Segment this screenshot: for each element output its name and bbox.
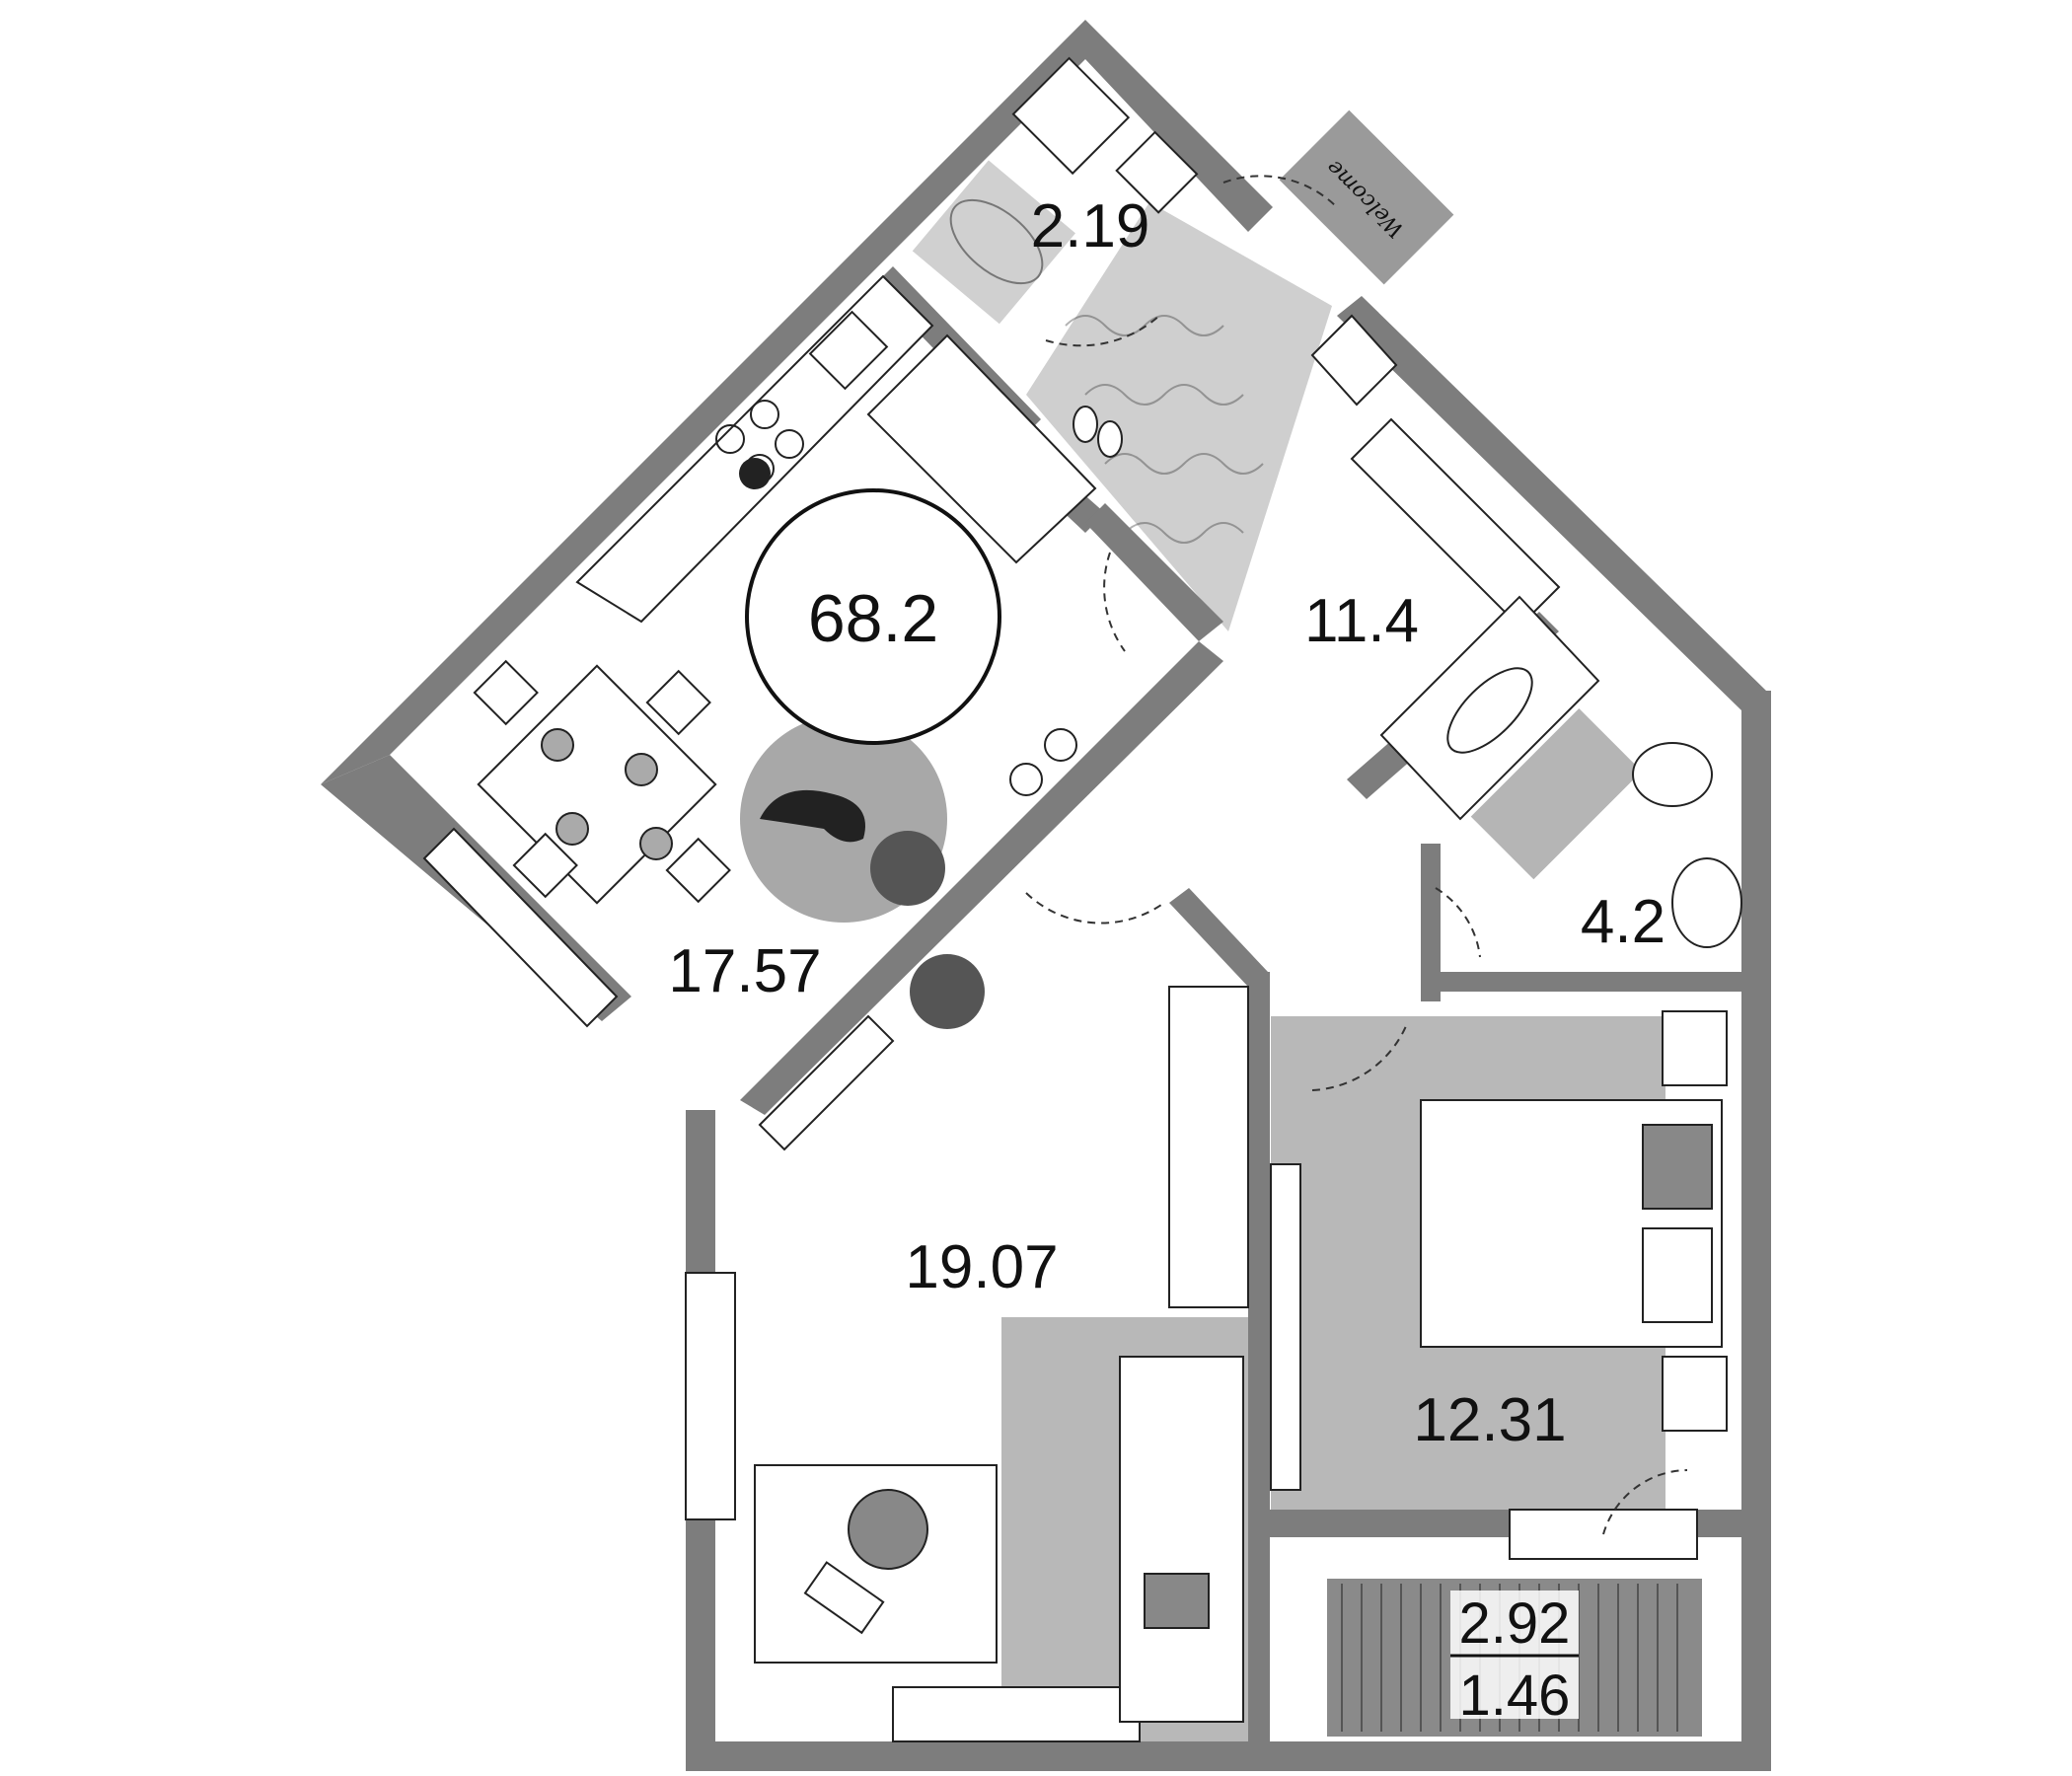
- shelf-unit: [1168, 986, 1249, 1308]
- welcome-mat: Welcome: [1279, 110, 1454, 285]
- pillow-icon: [1642, 1227, 1713, 1323]
- dog-icon: [760, 789, 865, 843]
- hall-area: 11.4: [1304, 587, 1419, 655]
- plate-icon: [555, 812, 589, 846]
- pet-bowl-icon: [1044, 728, 1077, 762]
- bedroom-area: 12.31: [1413, 1386, 1566, 1454]
- plate-icon: [541, 728, 574, 762]
- pillow-icon: [1144, 1573, 1210, 1629]
- chair-icon: [848, 1489, 928, 1570]
- slippers-icon: [1097, 420, 1123, 458]
- total-area-badge: [745, 488, 1001, 745]
- toilet-icon: [1632, 742, 1713, 807]
- bath-fixtures: [1379, 595, 1742, 948]
- pan-icon: [739, 458, 771, 489]
- hall-carpet: [1026, 202, 1332, 631]
- balcony-area-half: 1.46: [1459, 1664, 1571, 1728]
- sink-icon: [1671, 857, 1742, 948]
- kitchen-area: 17.57: [668, 937, 821, 1005]
- tv-unit: [1270, 1163, 1301, 1491]
- balcony: [1327, 1579, 1702, 1737]
- bathtub-icon: [1379, 595, 1600, 821]
- sofa: [1119, 1356, 1244, 1723]
- plate-icon: [639, 827, 673, 860]
- bedroom-furniture: [1270, 1010, 1728, 1491]
- shoe-rack: [1310, 314, 1398, 407]
- door-swings: [1025, 175, 1688, 1535]
- wc-fixtures: [912, 56, 1199, 325]
- wardrobe: [1350, 417, 1561, 629]
- kitchen-counter: [575, 274, 1097, 624]
- slippers-icon: [1073, 406, 1098, 443]
- piano-icon: [758, 1014, 895, 1151]
- living-furniture: [754, 986, 1249, 1723]
- total-area: 68.2: [808, 581, 938, 656]
- plant-icon: [910, 954, 985, 1029]
- nightstand: [1662, 1010, 1728, 1086]
- plant-icon: [870, 831, 945, 906]
- round-rug: [740, 715, 947, 923]
- balcony-area-full: 2.92: [1459, 1591, 1571, 1656]
- nightstand: [1662, 1356, 1728, 1432]
- pet-bowl-icon: [1009, 763, 1043, 796]
- living-area: 19.07: [905, 1233, 1058, 1301]
- dining-table: [473, 659, 731, 905]
- pillow-icon: [1642, 1124, 1713, 1210]
- keyboard-icon: [803, 1561, 885, 1635]
- windows: [422, 827, 1698, 1742]
- plate-icon: [625, 753, 658, 786]
- wc-area: 2.19: [1031, 192, 1150, 260]
- bath-area: 4.2: [1581, 888, 1665, 956]
